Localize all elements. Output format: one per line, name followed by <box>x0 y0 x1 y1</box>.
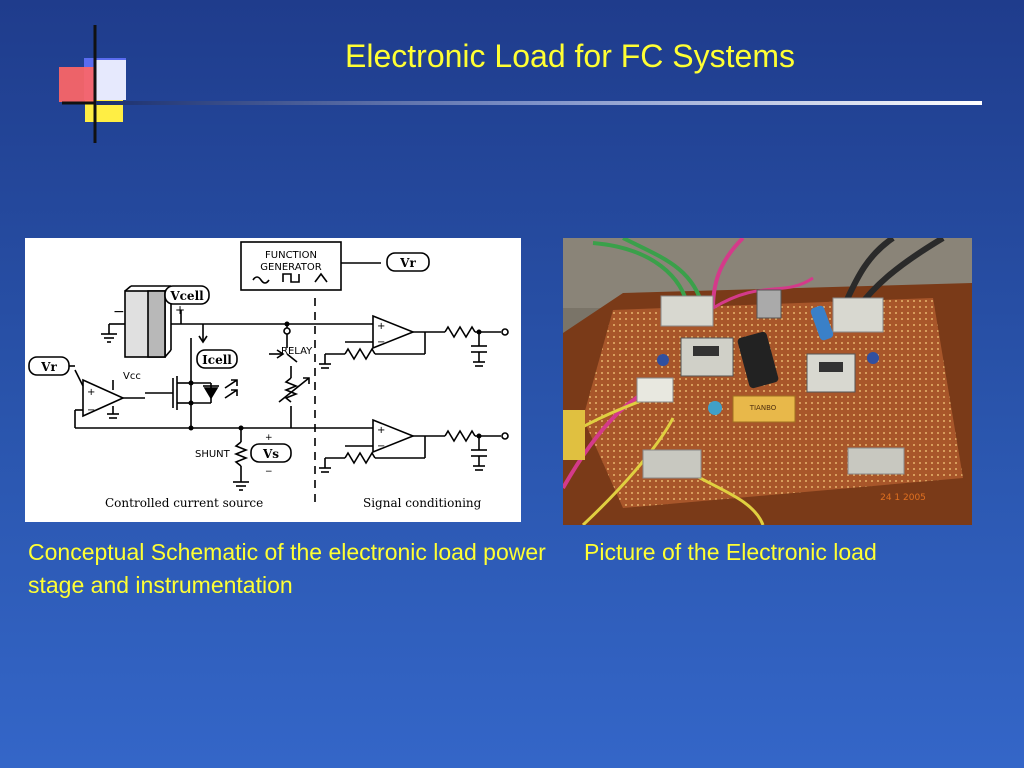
slide-title: Electronic Load for FC Systems <box>345 38 795 74</box>
terminal-block-bottom-left <box>642 449 702 479</box>
connector-white <box>636 377 674 403</box>
capacitor-blue <box>810 305 834 341</box>
vr-left-label: Vr <box>40 360 57 374</box>
electronic-load-photo: TIANBO 24 1 2005 <box>563 238 972 525</box>
opamp-left-plus: + <box>87 387 95 398</box>
yellow-board-edge <box>563 410 585 460</box>
square-wave-icon <box>282 273 300 283</box>
section-label-right: Signal conditioning <box>363 496 482 510</box>
slide-logo <box>59 25 140 143</box>
function-generator-label-2: GENERATOR <box>260 262 321 273</box>
sine-wave-icon <box>252 276 270 284</box>
opamp-left-minus: − <box>87 405 95 416</box>
vs-label: Vs <box>262 447 279 461</box>
opamp-top-plus: + <box>377 321 385 332</box>
opamp-bottom-plus: + <box>377 425 385 436</box>
vcell-label: Vcell <box>169 289 204 303</box>
opamp-top-minus: − <box>377 337 385 348</box>
voltage-regulator <box>756 289 782 319</box>
terminal-block-bottom-right <box>847 447 905 475</box>
relay-black <box>737 331 779 389</box>
vs-plus-sign: + <box>265 433 273 443</box>
vs-minus-sign: − <box>265 467 273 477</box>
vr-top-label: Vr <box>399 256 416 270</box>
relay-brand-text: TIANBO <box>749 404 777 412</box>
terminal-block-top-right <box>832 297 884 333</box>
photo-caption: Picture of the Electronic load <box>584 539 877 565</box>
icell-label: Icell <box>202 353 232 367</box>
logo-red-square <box>59 67 95 102</box>
function-generator-label-1: FUNCTION <box>265 250 317 261</box>
triangle-wave-icon <box>314 272 328 283</box>
terminal-block-top-left <box>660 295 714 327</box>
relay-yellow <box>732 395 796 423</box>
opamp-bottom-minus: − <box>377 441 385 452</box>
function-generator-box <box>240 241 342 291</box>
logo-white-square <box>96 60 126 100</box>
schematic-diagram: FUNCTION GENERATOR Vr Vcell Icell Vr Vs … <box>25 238 521 522</box>
photo-date-stamp: 24 1 2005 <box>880 493 926 503</box>
cell-plus-sign: + <box>175 303 185 317</box>
shunt-label: SHUNT <box>195 449 231 460</box>
title-underline <box>96 101 982 105</box>
cell-minus-sign: − <box>113 304 125 320</box>
section-label-left: Controlled current source <box>105 496 263 510</box>
ic-module-left <box>680 337 734 377</box>
capacitor-small <box>708 401 722 415</box>
ic-module-right <box>806 353 856 393</box>
relay-label: RELAY <box>281 346 313 357</box>
schematic-caption: Conceptual Schematic of the electronic l… <box>28 539 546 598</box>
vcc-label: Vcc <box>123 371 141 382</box>
